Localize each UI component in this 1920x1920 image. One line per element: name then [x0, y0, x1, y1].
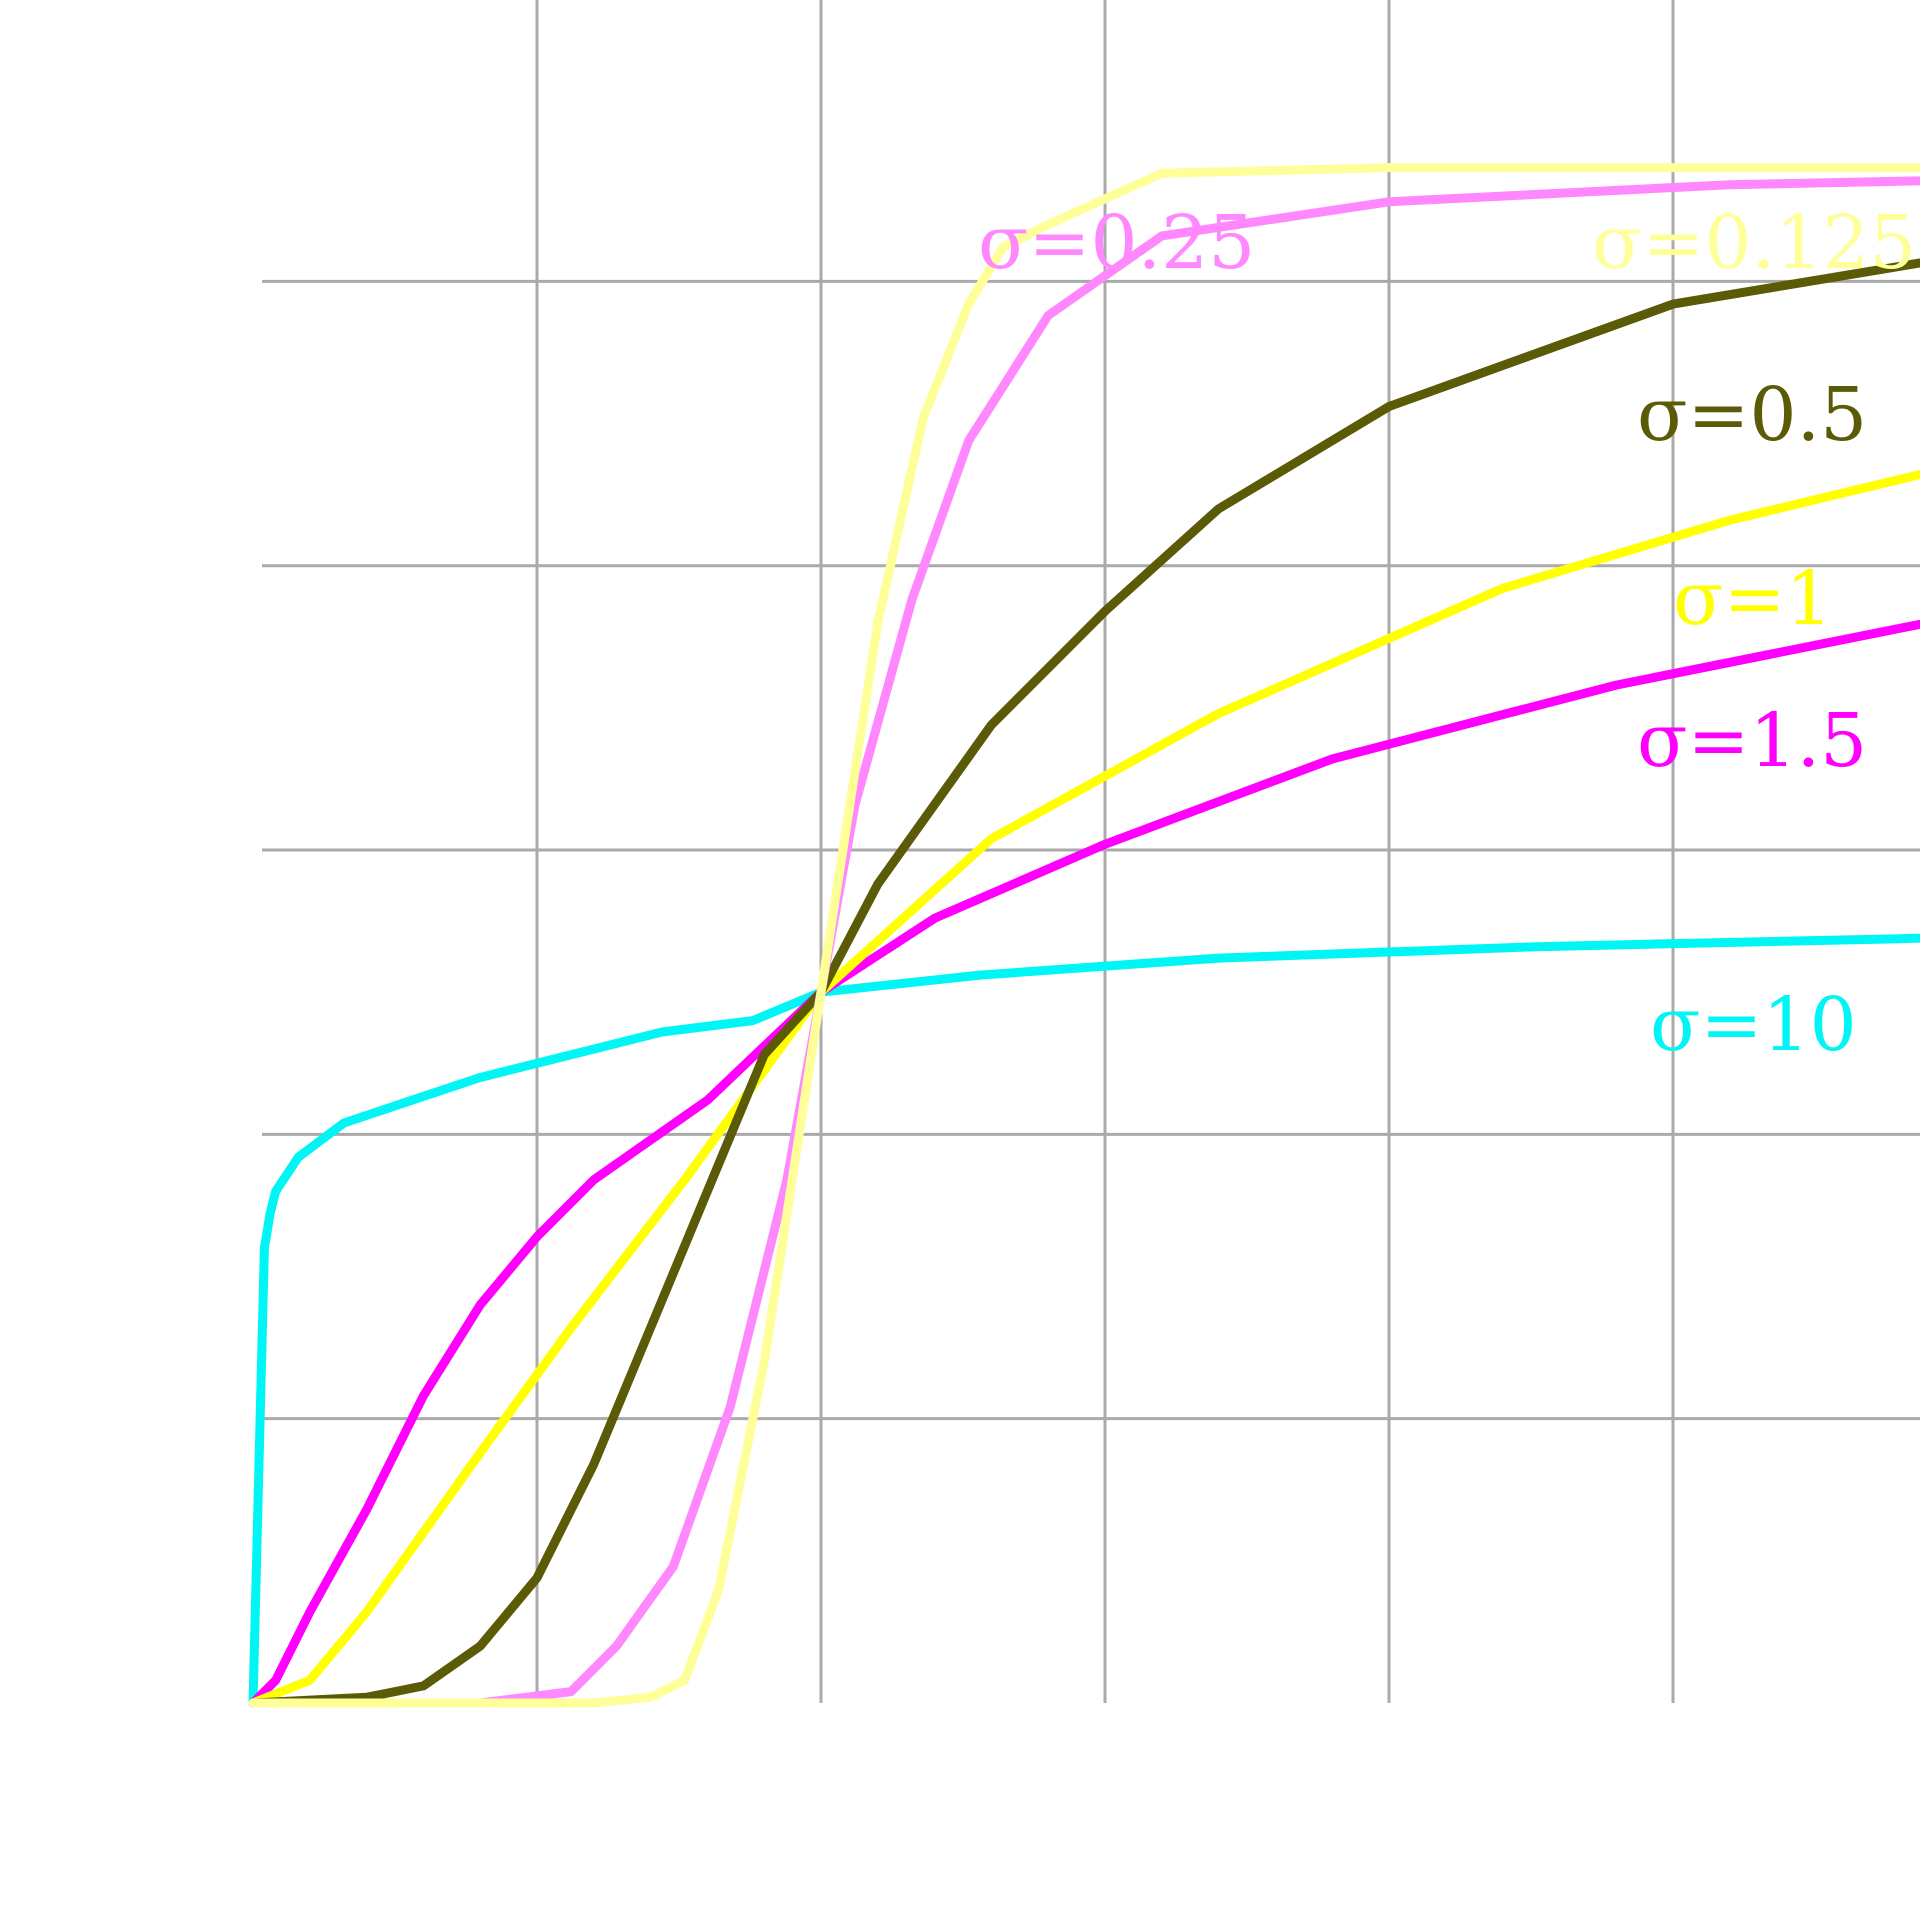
label-sigma-0-5: σ=0.5: [1637, 372, 1867, 458]
label-sigma-0-25: σ=0.25: [978, 200, 1255, 286]
label-sigma-1-5: σ=1.5: [1637, 698, 1867, 784]
series-line-0: [248, 933, 1920, 1708]
label-sigma-0-125: σ=0.125: [1592, 200, 1916, 286]
series-line-2: [248, 469, 1920, 1708]
label-sigma-1: σ=1: [1673, 556, 1833, 642]
label-sigma-10: σ=10: [1650, 982, 1857, 1068]
series-line-1: [248, 619, 1920, 1708]
series-line-5: [248, 163, 1920, 1708]
series-line-3: [248, 258, 1920, 1708]
series-labels: σ=0.25 σ=0.125 σ=0.5 σ=1 σ=1.5 σ=10: [978, 200, 1916, 1068]
series-lines: [248, 163, 1920, 1708]
